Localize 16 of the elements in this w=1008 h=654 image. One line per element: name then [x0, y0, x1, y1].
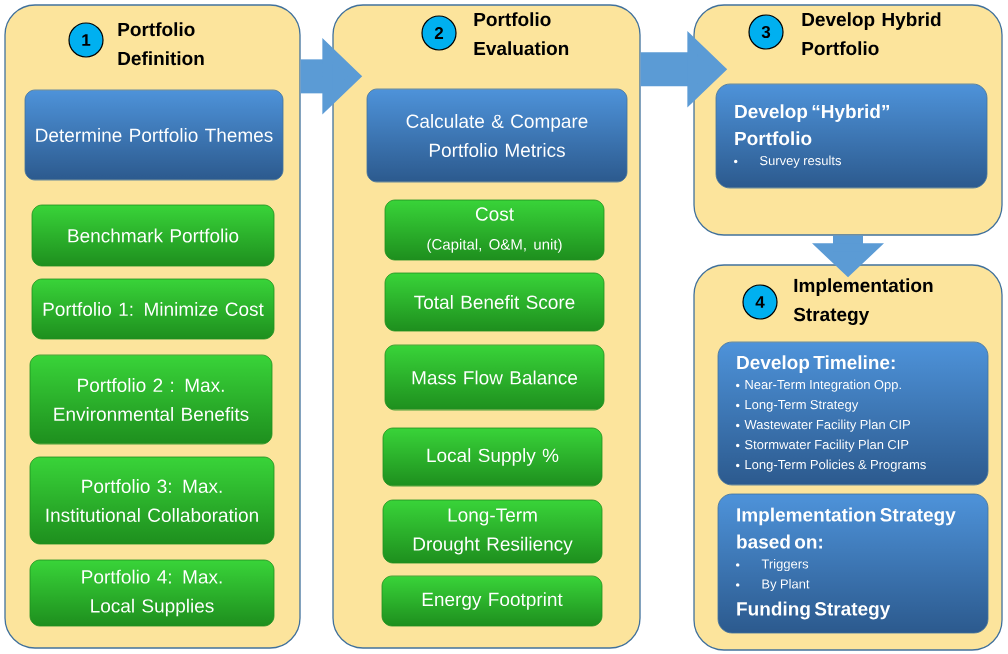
option-box: Long-Term Drought Resiliency: [382, 499, 603, 564]
option-box: Local Supply %: [382, 427, 603, 487]
process-box: Develop “Hybrid” Portfolio Survey results: [715, 83, 988, 189]
process-box: Develop Timeline: Near-Term Integration Opp. Long-Term Strategy Wastewater Facility Plan CIP Stormwater Facility Plan CIP Long-Term Policies & Programs: [717, 341, 989, 486]
option-box: Total Benefit Score: [384, 272, 605, 332]
process-box: Implementation Strategy based on: Triggers By Plant Funding Strategy: [717, 493, 989, 634]
process-box: Calculate & Compare Portfolio Metrics: [366, 88, 628, 183]
process-box: Determine Portfolio Themes: [24, 89, 284, 181]
option-box: Portfolio 2 : Max. Environmental Benefits: [29, 354, 273, 445]
option-box: Benchmark Portfolio: [31, 204, 275, 267]
option-box: Energy Footprint: [381, 575, 603, 627]
option-box: Portfolio 4: Max. Local Supplies: [29, 559, 275, 627]
option-box: Portfolio 3: Max. Institutional Collaboration: [29, 456, 275, 545]
option-box: Mass Flow Balance: [384, 344, 605, 411]
option-box: Portfolio 1: Minimize Cost: [31, 278, 275, 340]
option-box: Cost (Capital, O&M, unit): [384, 199, 605, 261]
